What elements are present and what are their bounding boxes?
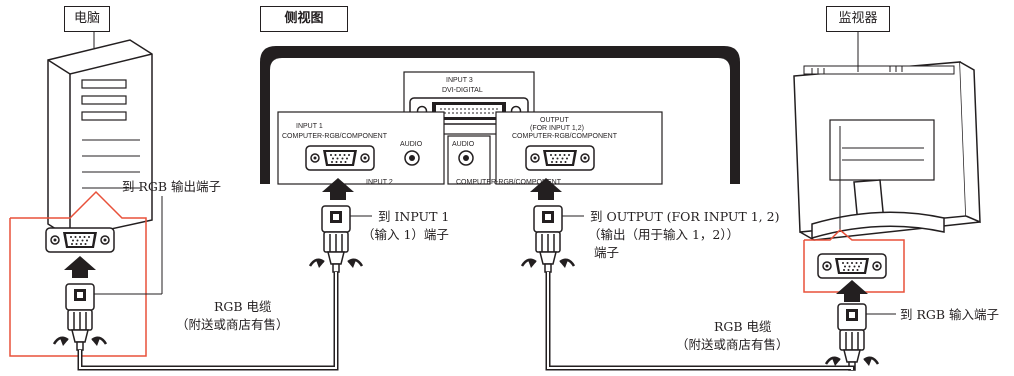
panel-output-sub2: COMPUTER-RGB/COMPONENT: [512, 133, 618, 140]
panel-output-sub1: (FOR INPUT 1,2): [530, 125, 584, 132]
cable-2-label-line2: （附送或商店有售）: [676, 337, 789, 352]
to-rgb-output-label: 到 RGB 输出端子: [122, 179, 222, 194]
panel-input3-text: INPUT 3: [446, 77, 473, 84]
panel-input2-partial: INPUT 2: [366, 179, 393, 186]
computer-tower-illustration: [47, 39, 153, 239]
to-input1-label-line1: 到 INPUT 1: [378, 209, 450, 224]
cable-1-label-line2: （附送或商店有售）: [176, 317, 289, 332]
to-rgb-input-label: 到 RGB 输入端子: [900, 307, 1000, 322]
panel-bottom-partial: COMPUTER-RGB/COMPONENT: [456, 179, 562, 186]
projector-side-panel: INPUT 3 DVI-DIGITAL INPUT 1 COMPUTER-RGB…: [260, 46, 740, 186]
monitor-label: 监视器: [826, 6, 890, 32]
panel-audio-right-text: AUDIO: [452, 141, 475, 148]
panel-audio-left-text: AUDIO: [400, 141, 423, 148]
panel-input3-sub: DVI-DIGITAL: [442, 87, 483, 94]
to-input1-label-line2: （输入 1）端子: [362, 227, 449, 242]
monitor-connector-highlight: [803, 228, 905, 293]
panel-input1-sub: COMPUTER-RGB/COMPONENT: [282, 133, 388, 140]
to-output-label-line3: 端子: [594, 245, 620, 260]
to-output-label-line1: 到 OUTPUT (FOR INPUT 1, 2): [590, 209, 780, 224]
computer-connector-highlight: [9, 190, 147, 357]
side-view-label: 侧视图: [260, 6, 348, 32]
monitor-illustration: [793, 61, 981, 241]
cable-1-label-line1: RGB 电缆: [214, 299, 272, 314]
panel-output-text: OUTPUT: [540, 117, 570, 124]
rgb-cable-2: [545, 272, 855, 371]
rgb-cable-1: [77, 272, 339, 371]
cable-2-label-line1: RGB 电缆: [714, 319, 772, 334]
computer-label: 电脑: [64, 6, 110, 32]
to-output-label-line2: （输出（用于输入 1，2））: [588, 227, 740, 242]
panel-input1-text: INPUT 1: [296, 123, 323, 130]
